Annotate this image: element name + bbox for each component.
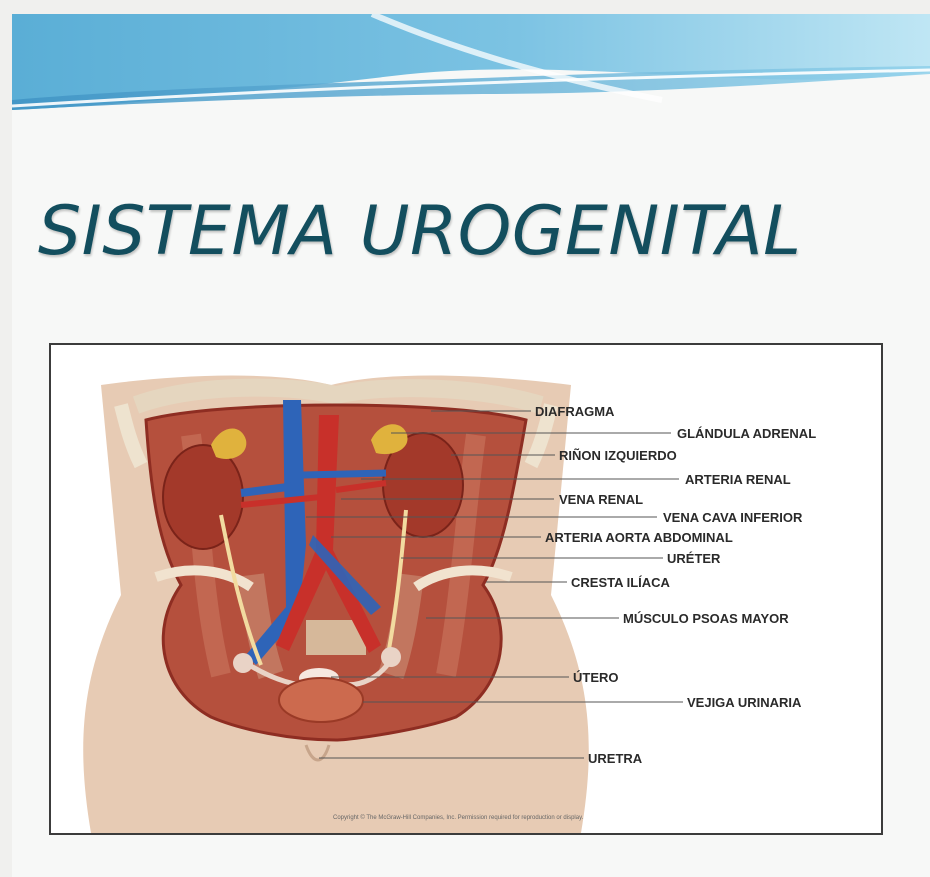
label-cresta-iliaca: CRESTA ILÍACA bbox=[571, 575, 670, 590]
label-musculo-psoas-mayor: MÚSCULO PSOAS MAYOR bbox=[623, 611, 789, 626]
label-arteria-aorta-abdominal: ARTERIA AORTA ABDOMINAL bbox=[545, 530, 733, 545]
header-wave-decoration bbox=[12, 14, 930, 124]
label-glandula-adrenal: GLÁNDULA ADRENAL bbox=[677, 426, 816, 441]
anatomy-figure: DIAFRAGMA GLÁNDULA ADRENAL RIÑON IZQUIER… bbox=[49, 343, 883, 835]
label-vena-renal: VENA RENAL bbox=[559, 492, 643, 507]
label-rinon-izquierdo: RIÑON IZQUIERDO bbox=[559, 448, 677, 463]
label-utero: ÚTERO bbox=[573, 670, 619, 685]
slide-title: SISTEMA UROGENITAL bbox=[38, 192, 928, 271]
label-arteria-renal: ARTERIA RENAL bbox=[685, 472, 791, 487]
label-diafragma: DIAFRAGMA bbox=[535, 404, 614, 419]
label-vena-cava-inferior: VENA CAVA INFERIOR bbox=[663, 510, 802, 525]
label-vejiga-urinaria: VEJIGA URINARIA bbox=[687, 695, 801, 710]
copyright-notice: Copyright © The McGraw-Hill Companies, I… bbox=[333, 815, 583, 821]
slide: SISTEMA UROGENITAL bbox=[12, 14, 930, 877]
label-uretra: URETRA bbox=[588, 751, 642, 766]
urogenital-illustration bbox=[51, 345, 881, 833]
label-ureter: URÉTER bbox=[667, 551, 720, 566]
